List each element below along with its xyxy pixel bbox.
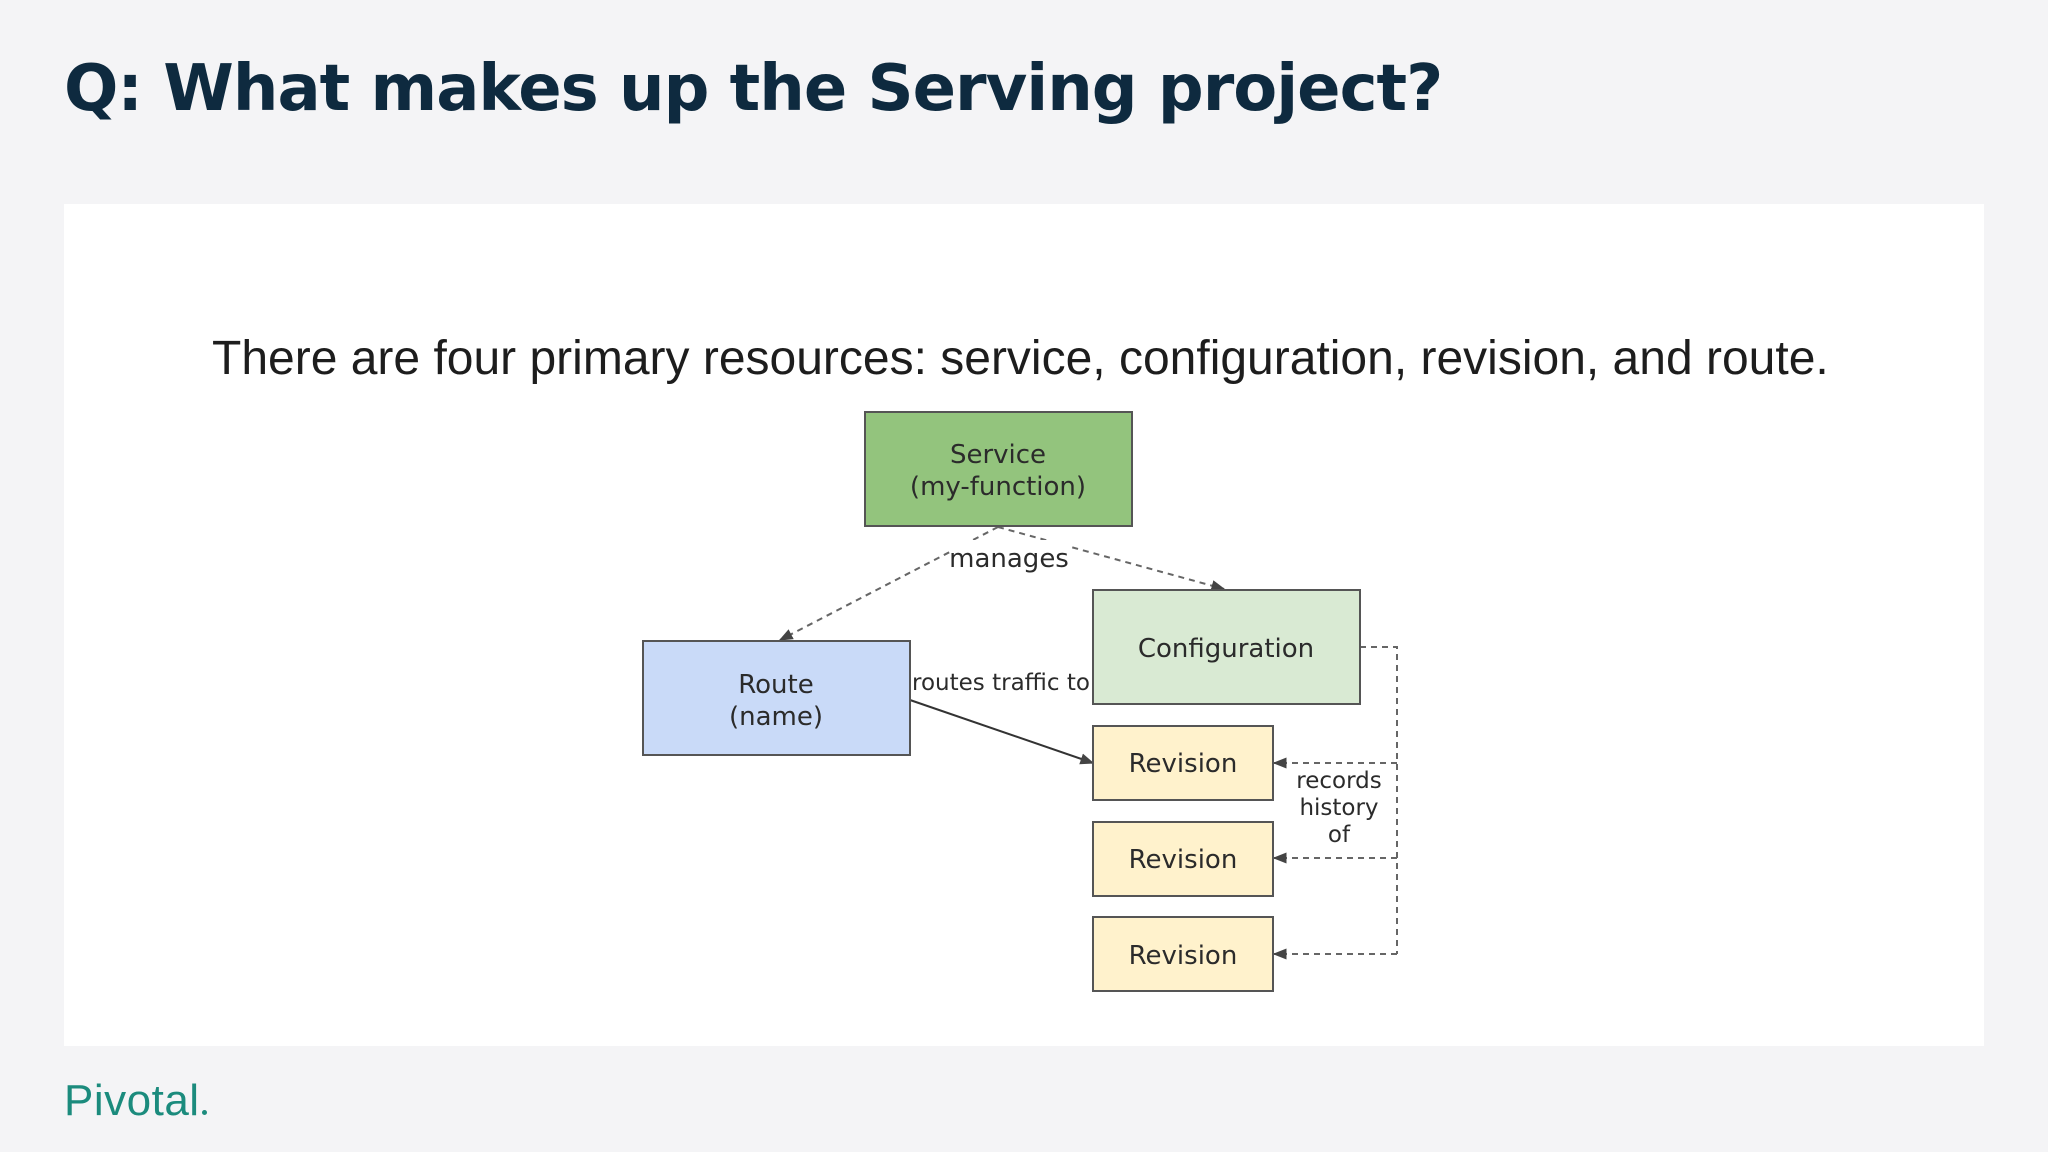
brand-dot: [201, 1110, 207, 1115]
brand-name: Pivotal: [64, 1076, 200, 1125]
content-panel: [64, 204, 1984, 1046]
body-text: There are four primary resources: servic…: [212, 332, 1829, 385]
pivotal-logo: Pivotal: [64, 1076, 207, 1126]
slide-title: Q: What makes up the Serving project?: [64, 52, 1443, 126]
